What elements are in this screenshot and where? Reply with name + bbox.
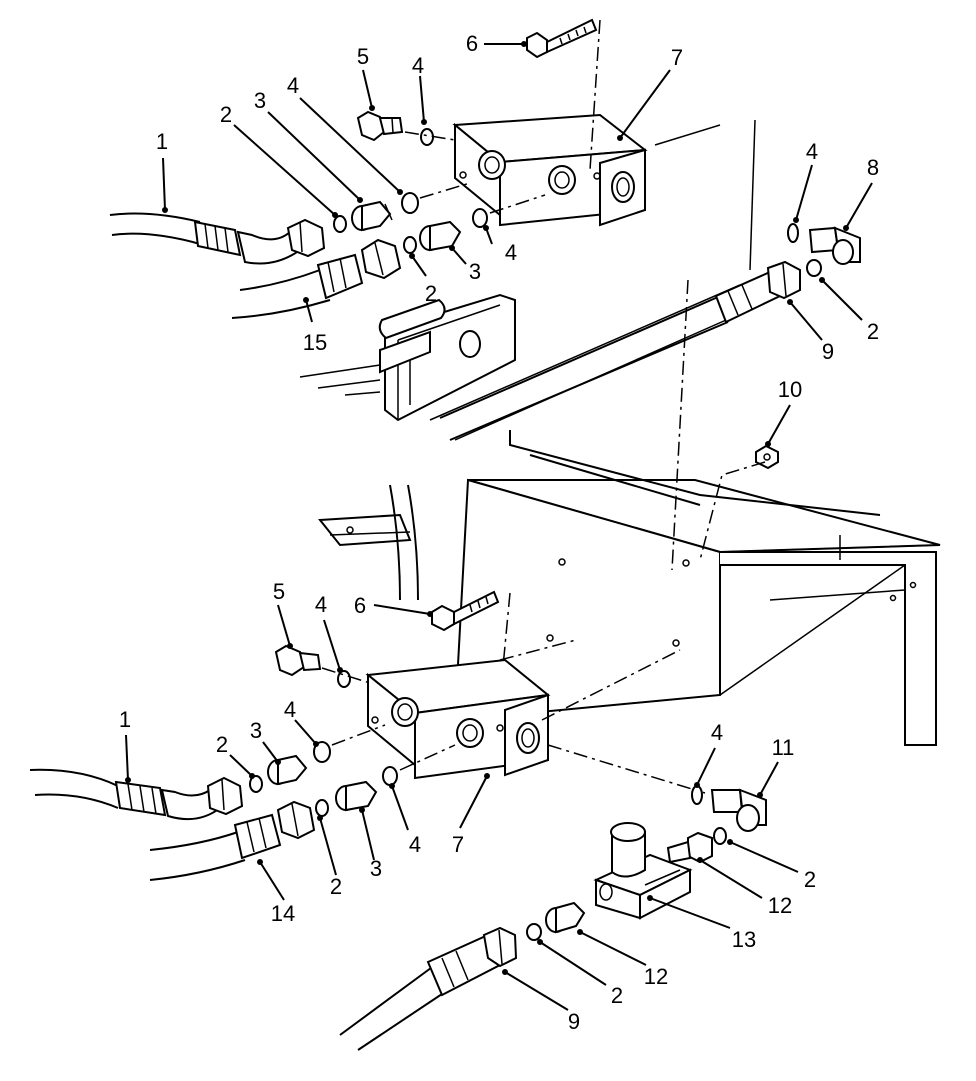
nut-10 [755,444,779,470]
callout-3-lower-d: 3 [369,856,383,881]
lower-manifold-block [365,658,551,780]
upper-oring-4a [420,128,434,146]
upper-hose-15 [231,238,402,319]
lower-fitting-3d [335,780,378,812]
callout-3-upper-a: 3 [253,88,267,113]
valve-13 [593,822,693,920]
callout-2-lower-g: 2 [610,983,624,1008]
lower-hose-9 [339,926,518,1051]
callout-4-upper-d: 4 [504,240,518,265]
upper-oring-4b [401,192,419,214]
callout-2-upper-c: 2 [866,319,880,344]
callout-9-lower: 9 [567,1009,581,1034]
upper-elbow-8 [808,226,861,265]
lower-bolt [431,590,500,632]
callout-3-upper-b: 3 [468,259,482,284]
lower-oring-4h [382,766,398,786]
lower-frame [318,430,941,746]
upper-hose-1 [109,212,326,265]
lower-elbow-11 [710,788,767,832]
leader-lines [125,41,873,1011]
callout-12-upper: 12 [767,893,793,918]
fitting-12b [545,901,586,934]
upper-fitting-3b [419,220,462,252]
callout-9-upper: 9 [821,339,835,364]
callout-4-upper-a: 4 [286,73,300,98]
callout-4-lower-f: 4 [283,697,297,722]
lower-oring-2g [526,923,542,941]
callout-4-lower-h: 4 [408,832,422,857]
fitting-12a [666,831,713,864]
callout-2-lower-f: 2 [329,874,343,899]
lower-hose-1 [29,768,244,821]
callout-10: 10 [777,377,803,402]
callout-7-lower: 7 [451,832,465,857]
callout-1-lower: 1 [118,707,132,732]
callout-12-lower: 12 [643,964,669,989]
callout-5-upper: 5 [356,44,370,69]
callout-2-upper-a: 2 [219,102,233,127]
lower-hose-14 [149,800,316,881]
upper-oring-2c [806,259,822,277]
callout-15: 15 [302,330,328,355]
upper-fitting-3a [351,200,393,232]
callout-6-lower: 6 [353,593,367,618]
upper-hose-9 [439,260,801,441]
callout-4-upper-c: 4 [805,139,819,164]
callout-4-lower-e: 4 [314,592,328,617]
callout-1-upper: 1 [155,129,169,154]
upper-fitting-5 [356,110,404,142]
callout-4-lower-g: 4 [710,720,724,745]
callout-3-lower-c: 3 [249,718,263,743]
callout-5-lower: 5 [272,579,286,604]
lower-oring-2f [315,799,329,817]
lower-oring-2d [249,775,263,793]
lower-oring-4g [691,785,703,805]
callout-8: 8 [866,155,880,180]
upper-oring-4d [787,223,799,243]
lower-oring-4f [313,741,331,763]
upper-bolt [526,18,598,59]
upper-frame [299,119,761,441]
lower-oring-4e [337,670,351,688]
upper-manifold-block [452,113,648,227]
callout-2-lower-e: 2 [803,867,817,892]
callout-2-upper-b: 2 [424,281,438,306]
callout-6-upper: 6 [465,31,479,56]
upper-oring-2b [403,236,417,254]
callout-7-upper: 7 [670,45,684,70]
callout-4-upper-b: 4 [411,53,425,78]
lower-oring-2e [713,827,727,845]
lower-fitting-5 [274,644,322,677]
callout-11: 11 [771,735,795,760]
upper-oring-2a [333,215,347,233]
callout-14: 14 [270,901,296,926]
upper-oring-4c [472,208,488,228]
callout-2-lower-d: 2 [215,732,229,757]
callout-13: 13 [731,927,757,952]
lower-fitting-3c [267,754,308,786]
